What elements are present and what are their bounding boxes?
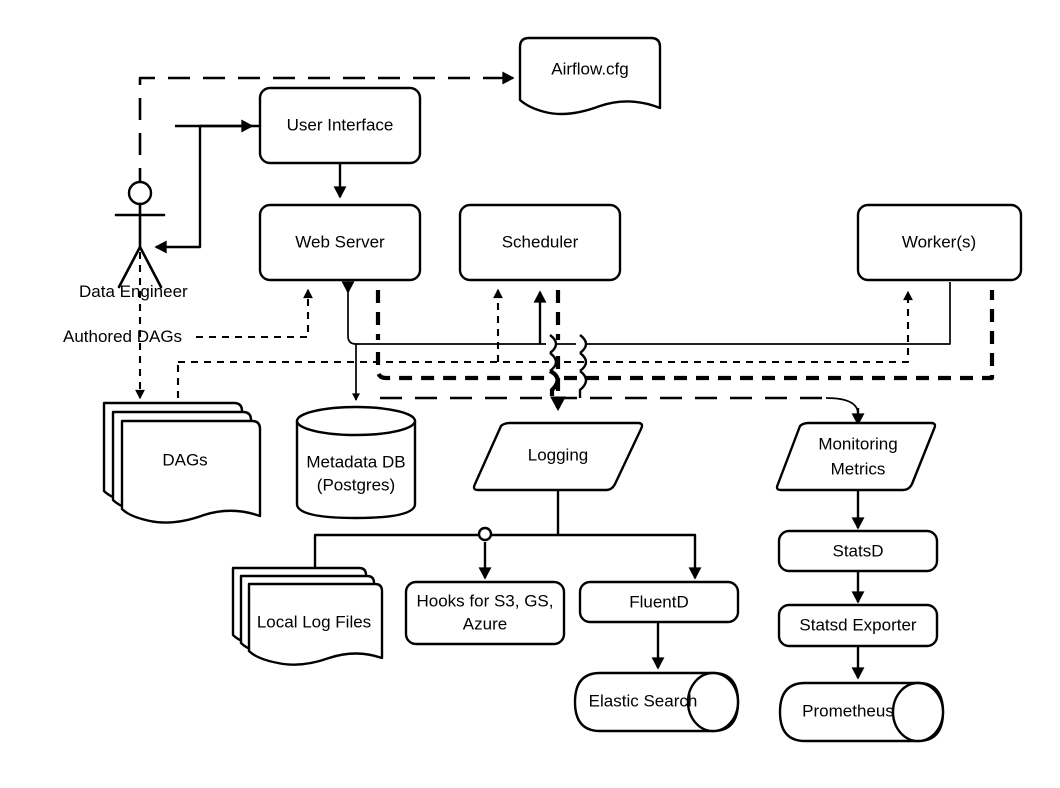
statsd-shape [777,529,939,573]
metadata-db-body [295,419,417,520]
edge-authored-dags-to-webserver [196,288,313,339]
actor-data-engineer: Data Engineer [79,180,188,301]
web-server-shape [258,203,422,282]
node-statsd[interactable]: StatsD [777,529,939,573]
monitoring-metrics-label-2: Metrics [831,459,886,478]
node-local-log-files[interactable]: Local Log Files [231,566,384,666]
actor-legs [117,245,163,289]
metadata-db-top [295,405,417,437]
node-scheduler[interactable]: Scheduler [458,203,622,282]
logging-label: Logging [528,445,589,464]
hooks-label-1: Hooks for S3, GS, [417,591,554,610]
node-elastic-search[interactable]: Elastic Search [573,671,740,733]
metadata-db-label-2: (Postgres) [317,475,395,494]
edge-webserver-logging-elbow [375,352,546,381]
hooks-shape [404,580,566,646]
node-statsd-exporter[interactable]: Statsd Exporter [777,603,939,648]
local-log-files-sheet-front [247,582,384,666]
node-workers[interactable]: Worker(s) [856,203,1023,282]
workers-shape [856,203,1023,282]
edge-layer [135,71,995,680]
elastic-search-label: Elastic Search [589,691,698,710]
node-prometheus[interactable]: Prometheus [778,681,945,743]
edge-logging-bus-right [564,290,995,381]
node-logging[interactable]: Logging [472,421,644,492]
airflow-cfg-label: Airflow.cfg [551,59,628,78]
line-hop-c [548,369,560,396]
authored-dags-label: Authored DAGs [63,327,182,346]
scheduler-label: Scheduler [502,232,579,251]
node-user-interface[interactable]: User Interface [258,86,422,165]
prometheus-label: Prometheus [802,701,894,720]
web-server-label: Web Server [295,232,385,251]
edge-dags-to-workers [564,290,913,364]
statsd-exporter-label: Statsd Exporter [799,615,917,634]
node-dags[interactable]: DAGs [102,401,262,524]
node-metadata-db[interactable]: Metadata DB (Postgres) [295,405,417,520]
monitoring-metrics-label-1: Monitoring [818,434,897,453]
fluentd-label: FluentD [629,592,689,611]
statsd-exporter-shape [777,603,939,648]
actor-head-icon [127,180,153,206]
workers-label: Worker(s) [902,232,976,251]
local-log-files-label: Local Log Files [257,612,371,631]
metadata-db-label-1: Metadata DB [306,452,405,471]
user-interface-shape [258,86,422,165]
line-hop-b [549,352,558,372]
monitoring-metrics-shape [775,421,937,492]
fluentd-shape [578,580,740,624]
line-hop-e [579,352,588,372]
line-hop-circle [477,526,493,542]
edge-logging-to-fluentd [558,533,702,580]
airflow-cfg-shape [518,36,662,116]
line-hop-d [579,334,588,354]
line-hop-a [549,334,558,354]
actor-label: Data Engineer [79,282,188,301]
dags-sheet-front [120,419,262,524]
node-fluentd[interactable]: FluentD [578,580,740,624]
statsd-label: StatsD [832,541,883,560]
edge-metadata-bus-right [586,282,951,345]
line-hop-f [578,370,588,398]
node-airflow-cfg[interactable]: Airflow.cfg [518,36,662,116]
node-web-server[interactable]: Web Server [258,203,422,282]
scheduler-shape [458,203,622,282]
edge-engineer-to-airflowcfg [138,76,500,190]
node-hooks[interactable]: Hooks for S3, GS, Azure [404,580,566,646]
prometheus-cap [891,681,945,743]
edge-logging-to-local-logs [308,533,558,580]
dags-label: DAGs [162,450,207,469]
hooks-label-2: Azure [463,614,507,633]
node-monitoring-metrics[interactable]: Monitoring Metrics [775,421,937,492]
logging-shape [472,421,644,492]
elastic-search-cap [686,671,740,733]
user-interface-label: User Interface [287,115,394,134]
